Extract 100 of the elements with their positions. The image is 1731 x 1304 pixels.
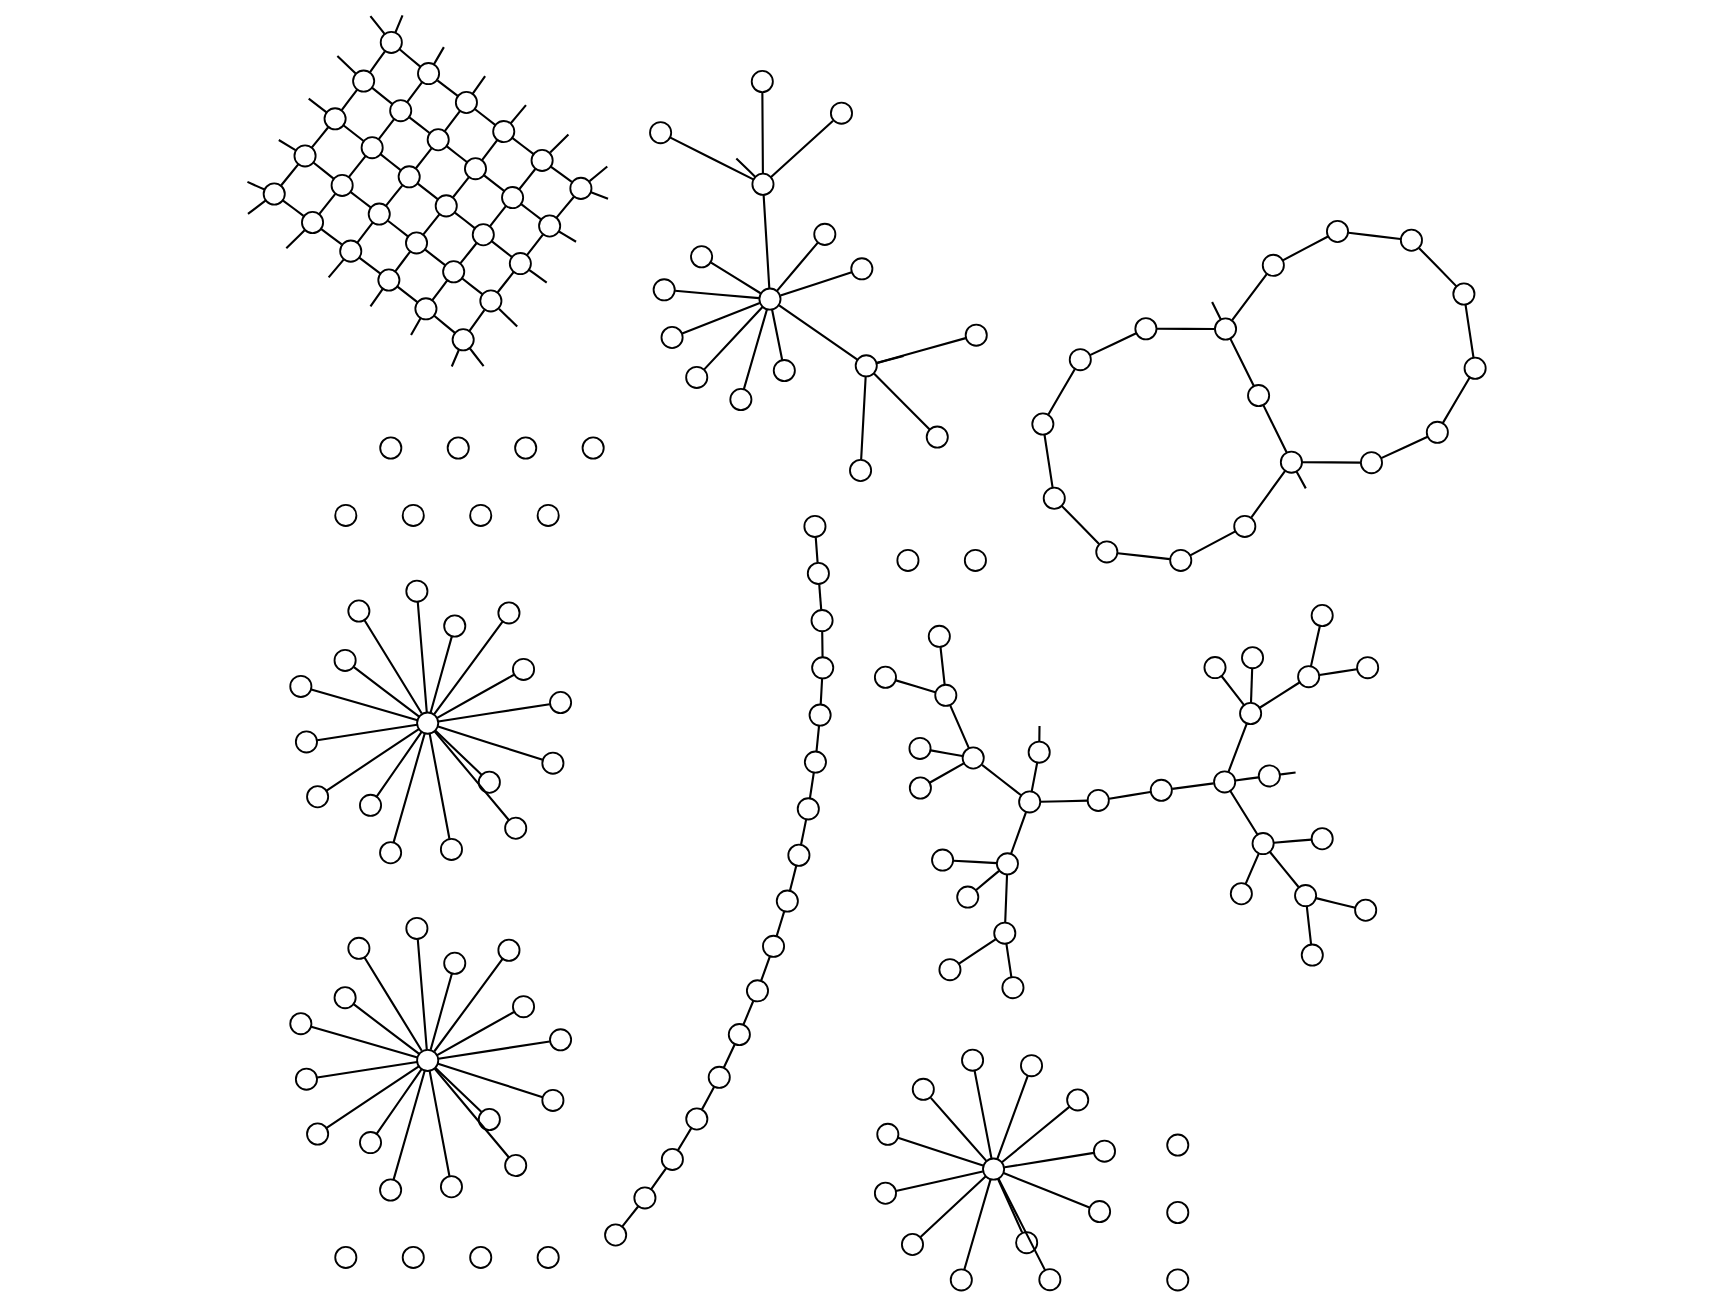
connector xyxy=(317,723,418,742)
node-circle xyxy=(541,751,565,775)
node-circle xyxy=(604,1223,628,1247)
node-circle xyxy=(479,289,503,313)
connector xyxy=(424,248,446,266)
connector xyxy=(347,155,367,178)
node-circle xyxy=(397,165,421,189)
connector xyxy=(518,168,537,190)
node-circle xyxy=(1166,1133,1190,1157)
node-circle xyxy=(660,325,684,349)
connector xyxy=(997,1178,1046,1271)
node-circle xyxy=(464,157,487,181)
connector xyxy=(1231,273,1268,321)
connector xyxy=(481,139,499,161)
node-circle xyxy=(1359,451,1383,475)
connector xyxy=(406,81,423,103)
node-circle xyxy=(541,1088,565,1112)
connector xyxy=(416,601,428,713)
connector xyxy=(496,271,515,293)
connector xyxy=(437,725,543,761)
connector xyxy=(1172,782,1214,790)
node-circle xyxy=(504,816,528,840)
connector xyxy=(788,865,798,891)
node-circle xyxy=(982,1157,1006,1181)
connector xyxy=(742,1000,755,1025)
node-circle xyxy=(549,1028,573,1052)
node-circle xyxy=(439,1175,463,1199)
connector xyxy=(1040,799,1088,803)
connector xyxy=(1269,851,1300,888)
connector xyxy=(433,958,504,1053)
node-circle xyxy=(536,503,560,527)
connector xyxy=(1117,552,1170,561)
connector xyxy=(434,730,510,821)
node-circle xyxy=(896,548,920,572)
connector xyxy=(416,939,428,1050)
node-circle xyxy=(810,609,834,633)
node-circle xyxy=(806,561,830,585)
connector xyxy=(588,165,608,182)
node-circle xyxy=(1233,514,1257,538)
node-circle xyxy=(1149,778,1173,802)
connector xyxy=(860,376,867,460)
node-circle xyxy=(1463,356,1487,380)
connector xyxy=(1262,404,1288,453)
connector xyxy=(1309,625,1321,667)
connector xyxy=(1001,1106,1070,1164)
connector xyxy=(285,229,306,249)
node-circle xyxy=(911,1077,935,1101)
connector xyxy=(981,764,1022,797)
node-circle xyxy=(1038,1268,1062,1292)
node-circle xyxy=(416,711,440,735)
node-circle xyxy=(803,750,827,774)
node-circle xyxy=(850,257,874,281)
connector xyxy=(1189,530,1236,557)
node-circle xyxy=(775,889,799,913)
connector xyxy=(509,104,527,125)
connector xyxy=(434,1067,482,1113)
node-circle xyxy=(690,245,714,269)
node-circle xyxy=(294,1067,318,1091)
node-circle xyxy=(660,1147,684,1171)
connector xyxy=(358,256,382,275)
connector xyxy=(380,153,402,171)
connector xyxy=(1442,377,1471,424)
connector xyxy=(318,193,337,215)
node-circle xyxy=(379,30,403,54)
connector xyxy=(433,621,504,715)
connector xyxy=(1250,470,1286,519)
connector xyxy=(735,157,757,178)
node-circle xyxy=(347,599,371,623)
node-circle xyxy=(956,885,980,909)
node-circle xyxy=(931,848,955,872)
connector xyxy=(1227,723,1248,773)
connector xyxy=(436,673,515,719)
connector xyxy=(375,731,423,798)
node-circle xyxy=(934,683,958,707)
connector xyxy=(363,619,423,715)
connector xyxy=(350,191,372,209)
node-circle xyxy=(536,1245,560,1269)
node-circle xyxy=(938,958,962,982)
connector xyxy=(327,258,345,279)
node-circle xyxy=(377,268,401,292)
connector xyxy=(897,1136,984,1167)
connector xyxy=(550,165,573,183)
node-circle xyxy=(652,278,676,302)
connector xyxy=(436,79,459,97)
connector xyxy=(394,14,404,33)
connector xyxy=(775,911,786,937)
node-circle xyxy=(339,239,363,263)
node-circle xyxy=(512,995,536,1019)
node-circle xyxy=(530,148,554,172)
node-circle xyxy=(508,252,532,276)
connector xyxy=(468,309,486,332)
node-circle xyxy=(379,841,403,865)
node-circle xyxy=(367,202,391,226)
connector xyxy=(1464,304,1475,358)
connector xyxy=(771,309,784,361)
connector xyxy=(353,1003,420,1055)
connector xyxy=(895,679,936,694)
connector xyxy=(1229,338,1255,387)
connector xyxy=(363,956,423,1052)
connector xyxy=(415,147,433,169)
